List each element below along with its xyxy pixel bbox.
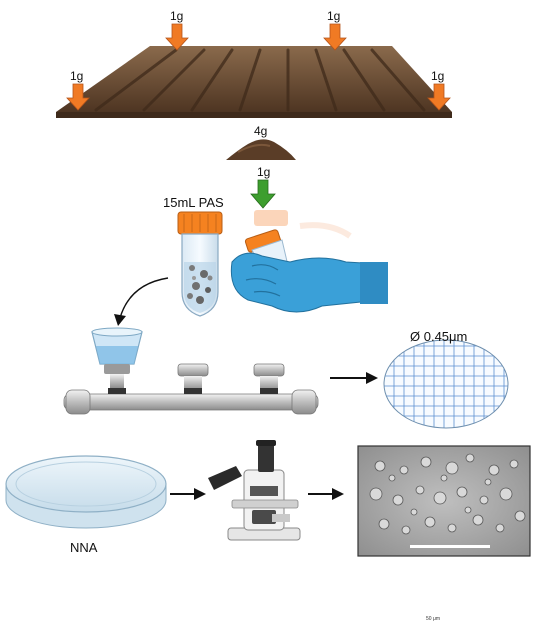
transfer-arrow — [250, 179, 276, 209]
sample-label-top-right: 1g — [327, 9, 341, 23]
sampling-arrow-right — [427, 83, 451, 111]
arrow-to-filter — [330, 372, 378, 384]
sample-label-right: 1g — [431, 69, 445, 83]
soil-pile — [226, 139, 296, 160]
sampling-arrow-top-right — [323, 23, 347, 51]
scale-text: 50 μm — [426, 616, 440, 622]
gloved-hand — [230, 210, 388, 313]
aliquot-label: 1g — [257, 165, 271, 179]
filter-membrane — [383, 339, 509, 429]
curved-arrow — [114, 277, 169, 326]
plate-label: NNA — [70, 540, 98, 555]
filter-label: Ø 0.45μm — [410, 329, 468, 344]
sampling-arrow-top-left — [165, 23, 189, 51]
filtration-manifold — [63, 327, 319, 415]
sample-label-left: 1g — [70, 69, 84, 83]
sample-label-top-left: 1g — [170, 9, 184, 23]
arrow-to-microscope — [170, 488, 206, 500]
pile-label: 4g — [254, 124, 268, 138]
micrograph — [357, 445, 531, 557]
petri-dish — [5, 455, 167, 529]
microscope — [208, 440, 301, 541]
tube-label: 15mL PAS — [163, 195, 224, 210]
soil-field — [56, 46, 452, 118]
falcon-tube — [177, 211, 223, 317]
scale-bar — [410, 545, 490, 548]
arrow-to-micrograph — [308, 488, 344, 500]
sampling-arrow-left — [66, 83, 90, 111]
